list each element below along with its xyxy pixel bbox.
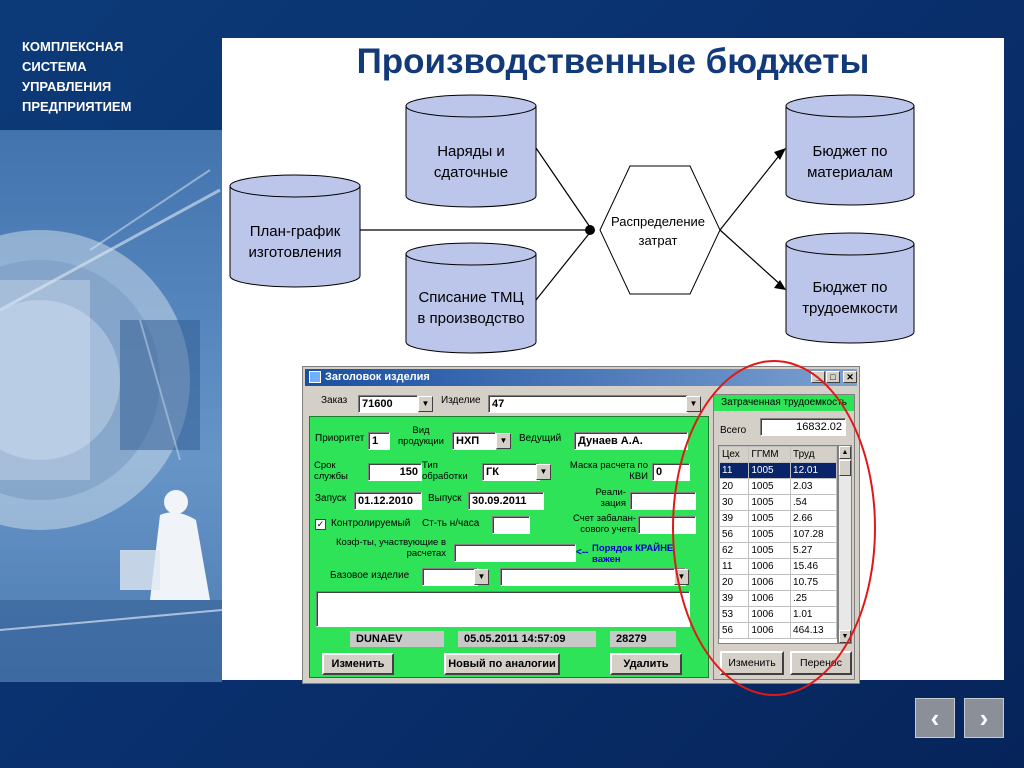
controlled-checkbox[interactable]: ✓ (315, 519, 326, 530)
user-readout: DUNAEV (350, 631, 444, 647)
product-type-dropdown-icon[interactable]: ▼ (496, 433, 511, 449)
cylinder-plan (229, 174, 361, 288)
launch-label: Запуск (315, 493, 347, 504)
processing-type-label: Тип обработки (422, 460, 468, 482)
order-dropdown-icon[interactable]: ▼ (418, 396, 433, 412)
base-product-desc-select[interactable] (500, 568, 686, 586)
cylinder-budget-labor (785, 232, 915, 344)
prev-slide-button[interactable]: ‹ (915, 698, 955, 738)
product-type-label: Вид продукции (397, 425, 444, 447)
note-text: Порядок КРАЙНЕ важен (592, 543, 674, 565)
company-line-1: КОМПЛЕКСНАЯ (22, 39, 124, 54)
order-label: Заказ (321, 395, 348, 406)
base-product-label: Базовое изделие (330, 570, 410, 581)
cylinder-writeoff (405, 242, 537, 354)
launch-date-field[interactable]: 01.12.2010 (354, 492, 422, 510)
lead-field[interactable]: Дунаев А.А. (574, 432, 688, 450)
product-type-select[interactable]: НХП (452, 432, 496, 450)
product-label: Изделие (441, 395, 481, 406)
release-label: Выпуск (428, 493, 462, 504)
company-line-3: УПРАВЛЕНИЯ (22, 79, 112, 94)
company-name: КОМПЛЕКСНАЯ СИСТЕМА УПРАВЛЕНИЯ ПРЕДПРИЯТ… (22, 37, 131, 117)
note-arrow: <-- (576, 547, 589, 558)
company-line-2: СИСТЕМА (22, 59, 87, 74)
product-select[interactable]: 47 (488, 395, 688, 413)
product-form: Приоритет 1 Вид продукции НХП ▼ Ведущий … (309, 416, 709, 678)
priority-label: Приоритет (315, 433, 365, 444)
memo-field[interactable] (316, 591, 690, 627)
coef-field[interactable] (454, 544, 576, 562)
product-dropdown-icon[interactable]: ▼ (686, 396, 701, 412)
next-slide-button[interactable]: › (964, 698, 1004, 738)
processing-type-select[interactable]: ГК (482, 463, 540, 481)
processing-type-dropdown-icon[interactable]: ▼ (536, 464, 551, 480)
maximize-button[interactable]: □ (826, 371, 840, 383)
record-id-readout: 28279 (610, 631, 676, 647)
hourly-rate-label: Ст-ть н/часа (422, 518, 480, 529)
slide-title: Производственные бюджеты (356, 42, 870, 81)
controlled-label: Контролируемый (331, 518, 411, 529)
new-like-button[interactable]: Новый по аналогии (444, 653, 560, 675)
satellite-photo (0, 130, 222, 682)
close-button[interactable]: ✕ (843, 371, 857, 383)
highlight-oval (672, 360, 876, 696)
offbalance-label: Счет забалан- сового учета (572, 513, 636, 535)
window-title: Заголовок изделия (325, 371, 430, 383)
service-life-field[interactable]: 150 (368, 463, 422, 481)
lead-label: Ведущий (519, 433, 562, 444)
base-product-select[interactable] (422, 568, 478, 586)
hourly-rate-field[interactable] (492, 516, 530, 534)
edit-button[interactable]: Изменить (322, 653, 394, 675)
priority-field[interactable]: 1 (368, 432, 390, 450)
order-select[interactable]: 71600 (358, 395, 418, 413)
cylinder-orders (405, 94, 537, 208)
realization-label: Реали- зация (595, 487, 627, 509)
flow-diagram (229, 94, 915, 354)
cylinder-budget-materials (785, 94, 915, 206)
service-life-label: Срок службы (314, 460, 348, 482)
company-line-4: ПРЕДПРИЯТИЕМ (22, 99, 132, 114)
release-date-field[interactable]: 30.09.2011 (468, 492, 544, 510)
datetime-readout: 05.05.2011 14:57:09 (458, 631, 596, 647)
delete-button[interactable]: Удалить (610, 653, 682, 675)
app-icon (309, 371, 321, 383)
kvi-mask-label: Маска расчета по КВИ (569, 460, 648, 482)
base-product-dropdown-icon[interactable]: ▼ (474, 569, 489, 585)
coef-label: Коэф-ты, участвующие в расчетах (336, 537, 446, 559)
